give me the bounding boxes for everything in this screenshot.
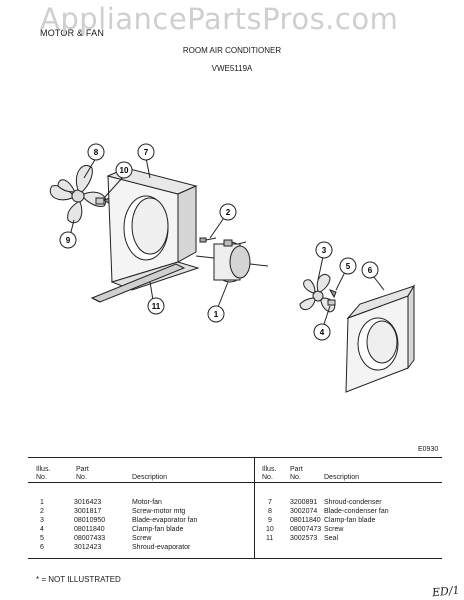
callout-4: 4	[313, 323, 331, 341]
callout-2: 2	[219, 203, 237, 221]
header-rule	[28, 482, 442, 483]
header-description-left: Description	[132, 474, 168, 481]
fan-motor	[195, 239, 269, 283]
svg-text:2: 2	[226, 208, 231, 217]
clamp-9	[95, 197, 105, 205]
condenser-fan-blade	[49, 165, 107, 224]
svg-text:9: 9	[66, 236, 71, 245]
callout-11: 11	[147, 297, 165, 315]
svg-text:10: 10	[120, 166, 129, 175]
svg-text:8: 8	[94, 148, 99, 157]
model-number: VWE5119A	[211, 64, 253, 73]
screw-5	[328, 289, 337, 299]
section-heading: MOTOR & FAN	[40, 28, 105, 38]
svg-text:5: 5	[346, 262, 351, 271]
motor-mount-screws	[199, 237, 247, 245]
condenser-shroud	[106, 167, 200, 291]
callout-5: 5	[339, 257, 357, 275]
watermark: AppliancePartsPros.com	[40, 2, 399, 36]
footnote: * = NOT ILLUSTRATED	[36, 575, 121, 584]
header-part-right: Part No.	[290, 466, 303, 481]
evaporator-shroud	[345, 284, 416, 393]
callout-10: 10	[115, 161, 133, 179]
svg-text:1: 1	[214, 310, 219, 319]
product-title: ROOM AIR CONDITIONER	[182, 46, 282, 55]
svg-text:4: 4	[320, 328, 325, 337]
header-illus-left: Illus. No.	[36, 466, 51, 481]
callout-3: 3	[315, 241, 333, 259]
svg-text:11: 11	[152, 302, 161, 311]
header-illus-right: Illus. No.	[262, 466, 277, 481]
parts-table: Illus. No. Part No. Description Illus. N…	[28, 457, 442, 559]
callout-8: 8	[87, 143, 105, 161]
svg-text:3: 3	[322, 246, 327, 255]
table-divider	[254, 458, 255, 558]
clamp-4	[327, 299, 336, 306]
header-part-left: Part No.	[76, 466, 89, 481]
header-description-right: Description	[324, 474, 360, 481]
callout-6: 6	[361, 261, 379, 279]
diagram-code: E0930	[418, 446, 439, 453]
svg-text:6: 6	[368, 266, 373, 275]
callout-9: 9	[59, 231, 77, 249]
callout-1: 1	[207, 305, 225, 323]
handwritten-note: ED/1	[431, 583, 461, 600]
callout-labels: 8 7 10 9 2 11 1 3 5 6 4	[59, 143, 379, 341]
callout-7: 7	[137, 143, 155, 161]
exploded-parts-diagram: 8 7 10 9 2 11 1 3 5 6 4	[49, 143, 416, 393]
svg-text:7: 7	[144, 148, 149, 157]
